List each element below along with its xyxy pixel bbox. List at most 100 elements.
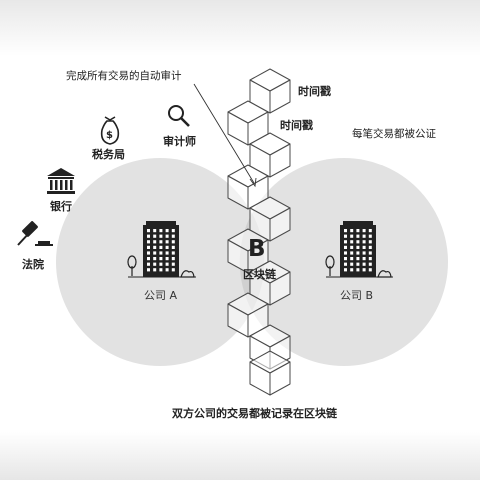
building-window: [165, 268, 169, 272]
building-window: [147, 240, 150, 244]
building-window: [153, 240, 157, 244]
annotation-arrow: [193, 83, 257, 188]
building-window: [153, 251, 157, 255]
bank-label: 银行: [50, 200, 72, 213]
building-window: [350, 240, 354, 244]
building-window: [165, 245, 169, 249]
building-window: [350, 245, 354, 249]
building-window: [350, 229, 354, 233]
building-window: [356, 245, 360, 249]
building-window: [147, 251, 150, 255]
building-window: [368, 229, 372, 233]
building-window: [344, 268, 347, 272]
building-window: [368, 262, 372, 266]
building-window: [344, 257, 347, 261]
building-window: [344, 251, 347, 255]
building-window: [362, 268, 366, 272]
building-window: [159, 229, 163, 233]
building-window: [368, 240, 372, 244]
tax-bureau-label: 税务局: [92, 148, 125, 161]
building-window: [153, 229, 157, 233]
court-label: 法院: [22, 258, 44, 271]
blockchain-chain: [227, 68, 291, 396]
building-window: [159, 251, 163, 255]
magnifier-icon: [168, 105, 190, 127]
building-window: [171, 257, 175, 261]
building-window: [153, 268, 157, 272]
timestamp-label: 时间戳: [298, 85, 331, 98]
building-window: [350, 234, 354, 238]
building-window: [159, 240, 163, 244]
building-window: [368, 268, 372, 272]
bottom-shadow-band: [0, 432, 480, 480]
building-window: [356, 257, 360, 261]
building-window: [147, 257, 150, 261]
building-window: [171, 240, 175, 244]
bottom-caption: 双方公司的交易都被记录在区块链: [172, 407, 337, 420]
building-window: [368, 234, 372, 238]
building-window: [171, 245, 175, 249]
building-window: [344, 262, 347, 266]
auditor-label: 审计师: [163, 135, 196, 148]
building-window: [368, 257, 372, 261]
building-window: [171, 262, 175, 266]
building-window: [350, 257, 354, 261]
building-window: [165, 240, 169, 244]
block-cube-face: [269, 271, 291, 306]
building-window: [165, 262, 169, 266]
building-window: [362, 245, 366, 249]
building-window: [356, 268, 360, 272]
bank-icon: [47, 168, 75, 194]
building-window: [350, 251, 354, 255]
building-window: [159, 234, 163, 238]
company-a-label: 公司 A: [144, 289, 178, 302]
building-window: [159, 262, 163, 266]
gavel-icon: [17, 221, 53, 246]
building-window: [362, 234, 366, 238]
building-window: [362, 257, 366, 261]
building-window: [147, 245, 150, 249]
building-window: [356, 229, 360, 233]
building-window: [350, 268, 354, 272]
blockchain-label: 区块链: [243, 268, 276, 281]
block-cube-face: [269, 361, 291, 396]
building-window: [362, 251, 366, 255]
notarized-label: 每笔交易都被公证: [352, 128, 436, 140]
building-window: [368, 245, 372, 249]
building-window: [165, 229, 169, 233]
timestamp-label: 时间戳: [280, 119, 313, 132]
building-window: [350, 262, 354, 266]
building-window: [356, 234, 360, 238]
building-window: [356, 240, 360, 244]
building-window: [171, 251, 175, 255]
building-window: [165, 257, 169, 261]
building-window: [153, 257, 157, 261]
building-window: [344, 240, 347, 244]
building-window: [153, 245, 157, 249]
money-bag-icon: $: [100, 116, 120, 145]
office-building-icon: [325, 221, 393, 278]
block-cube-face: [269, 143, 291, 178]
building-window: [368, 251, 372, 255]
blockchain-letter: B: [248, 236, 266, 262]
building-window: [356, 262, 360, 266]
block-cube-face: [269, 207, 291, 242]
building-window: [344, 234, 347, 238]
office-building-icon: [127, 221, 196, 278]
building-window: [147, 234, 150, 238]
company-b-label: 公司 B: [340, 289, 374, 302]
building-window: [171, 268, 175, 272]
building-window: [362, 262, 366, 266]
building-window: [159, 257, 163, 261]
building-window: [147, 229, 150, 233]
building-window: [165, 234, 169, 238]
building-window: [362, 229, 366, 233]
building-window: [147, 262, 150, 266]
building-window: [362, 240, 366, 244]
building-window: [344, 245, 347, 249]
auto-audit-annotation: 完成所有交易的自动审计: [66, 70, 182, 82]
svg-text:$: $: [106, 130, 113, 141]
building-window: [356, 251, 360, 255]
